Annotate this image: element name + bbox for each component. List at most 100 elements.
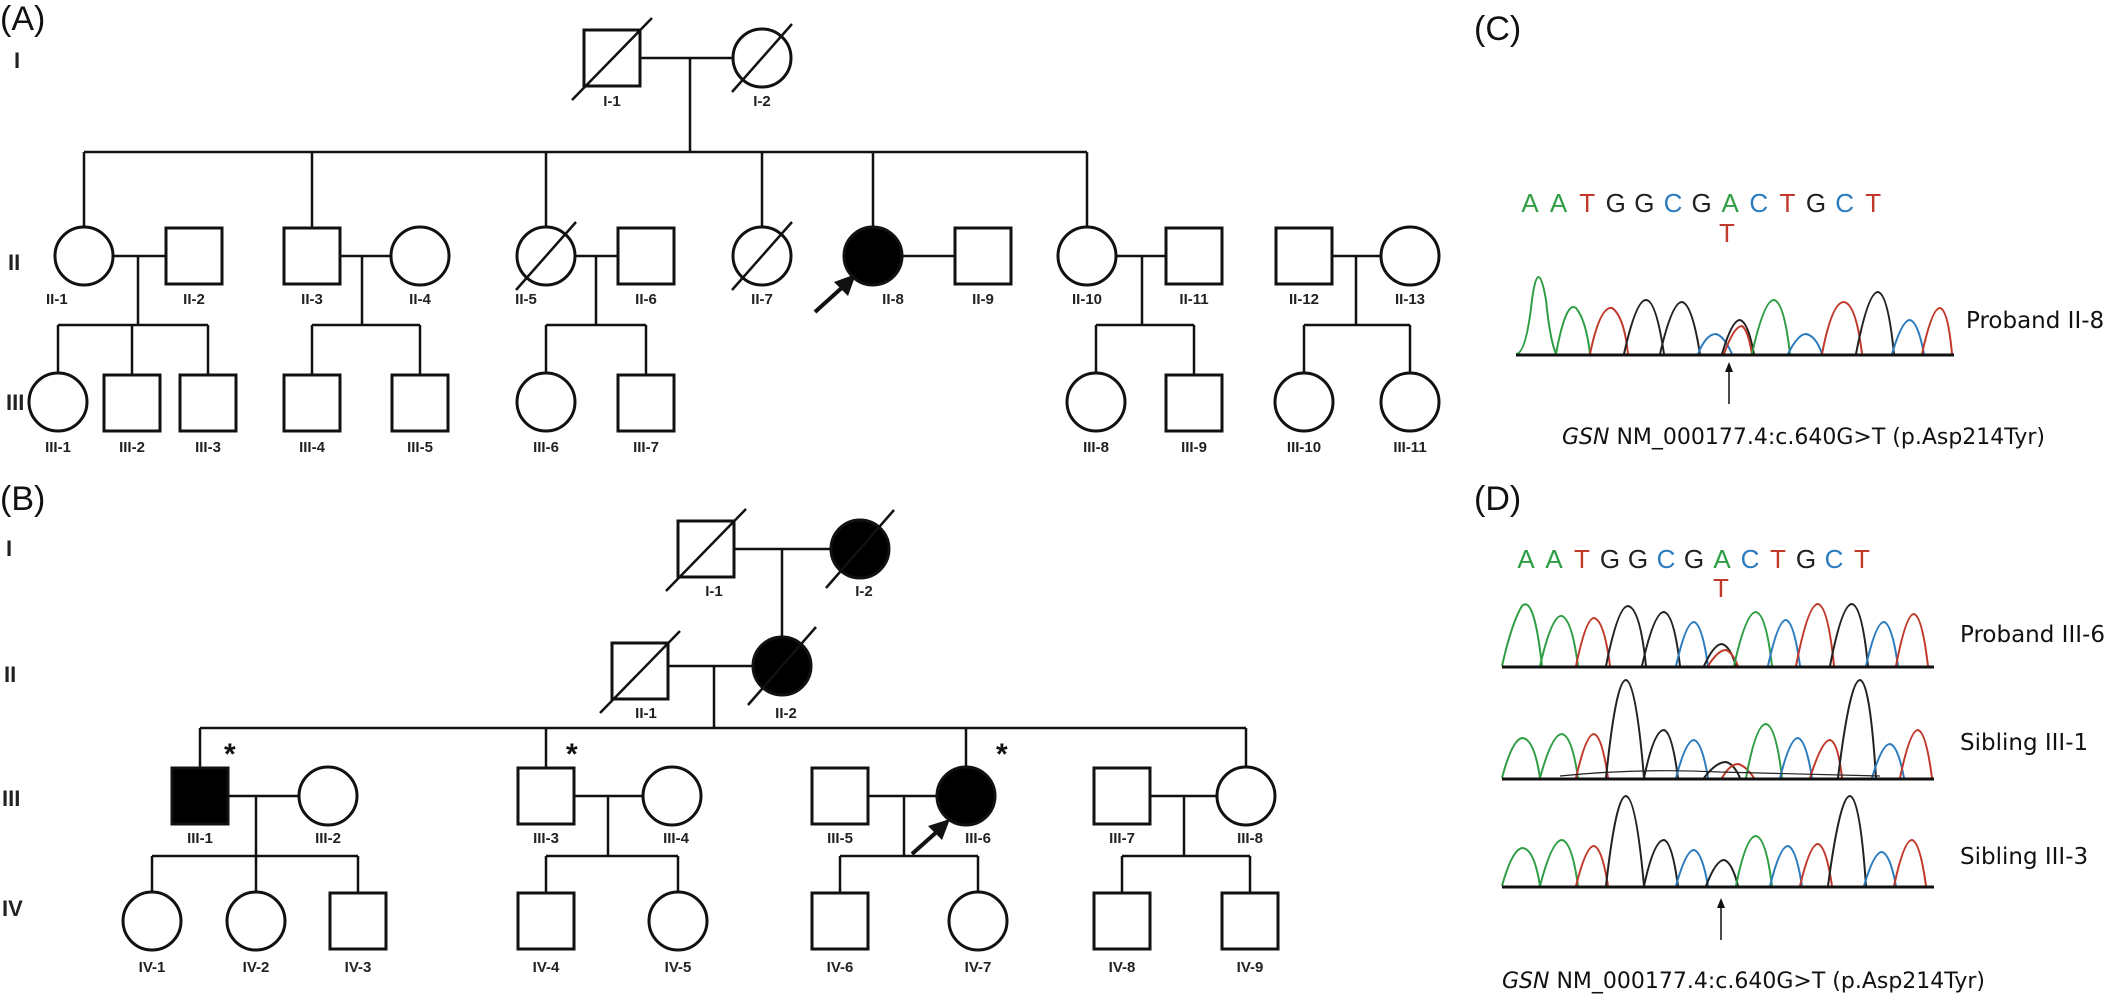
id-label: III-5 bbox=[827, 830, 853, 847]
female-symbol-b-IV-1 bbox=[121, 890, 183, 952]
id-label: III-4 bbox=[663, 830, 689, 847]
id-label: II-12 bbox=[1289, 291, 1319, 308]
seq-d-base-3: G bbox=[1600, 544, 1620, 574]
id-label: II-5 bbox=[515, 291, 537, 308]
affected-male-symbol-b-III-1 bbox=[170, 766, 230, 826]
male-symbol-a-III-2 bbox=[102, 373, 162, 433]
female-symbol-b-IV-7 bbox=[947, 890, 1009, 952]
id-label: II-10 bbox=[1072, 291, 1102, 308]
sample-label-d-2: Sibling III-1 bbox=[1960, 730, 2088, 756]
seq-c-base-8: C bbox=[1749, 188, 1768, 218]
seq-d-base-0: A bbox=[1517, 544, 1535, 574]
male-symbol-a-II-11 bbox=[1164, 226, 1224, 286]
id-label: II-4 bbox=[409, 291, 431, 308]
id-label: I-2 bbox=[855, 583, 873, 600]
female-symbol-a-III-8 bbox=[1065, 371, 1127, 433]
seq-d-base-12: T bbox=[1854, 544, 1870, 574]
seq-c-base-2: T bbox=[1579, 188, 1595, 218]
id-label: III-5 bbox=[407, 439, 433, 456]
panel-label-b: (B) bbox=[0, 480, 45, 518]
female-symbol-a-II-10 bbox=[1056, 225, 1118, 287]
id-label: III-4 bbox=[299, 439, 325, 456]
gen-label-a-2: II bbox=[8, 250, 20, 275]
seq-d-base-6: G bbox=[1684, 544, 1704, 574]
id-label: IV-5 bbox=[665, 959, 692, 976]
id-label: II-11 bbox=[1179, 291, 1208, 308]
id-label: II-7 bbox=[751, 291, 773, 308]
id-label: III-7 bbox=[633, 439, 659, 456]
deceased-slash bbox=[571, 17, 653, 101]
male-symbol-a-II-3 bbox=[282, 226, 342, 286]
id-label: III-3 bbox=[195, 439, 221, 456]
female-symbol-a-II-4 bbox=[389, 225, 451, 287]
female-symbol-a-II-1 bbox=[53, 225, 115, 287]
id-label: IV-1 bbox=[139, 959, 166, 976]
mutation-text: NM_000177.4:c.640G>T (p.Asp214Tyr) bbox=[1609, 425, 2044, 450]
male-symbol-b-IV-3 bbox=[328, 891, 388, 951]
id-label: III-6 bbox=[533, 439, 559, 456]
gen-label-b-1: I bbox=[6, 536, 12, 561]
seq-d-base-9: T bbox=[1770, 544, 1786, 574]
seq-c-base-11: C bbox=[1835, 188, 1854, 218]
seq-c-base-4: G bbox=[1634, 188, 1654, 218]
female-symbol-a-III-10 bbox=[1273, 371, 1335, 433]
seq-c-base-9: T bbox=[1779, 188, 1795, 218]
gen-label-b-3: III bbox=[2, 786, 20, 811]
gen-label-b-2: II bbox=[4, 662, 16, 687]
id-label: I-2 bbox=[753, 93, 771, 110]
id-label: III-1 bbox=[45, 439, 71, 456]
female-symbol-b-III-2 bbox=[297, 765, 359, 827]
mutation-text: NM_000177.4:c.640G>T (p.Asp214Tyr) bbox=[1549, 969, 1984, 994]
male-symbol-a-III-5 bbox=[390, 373, 450, 433]
seq-c-base-5: C bbox=[1664, 188, 1683, 218]
star-marker: * bbox=[224, 738, 236, 771]
proband-arrow-icon bbox=[813, 274, 856, 314]
female-symbol-a-III-6 bbox=[515, 371, 577, 433]
id-label: IV-9 bbox=[1237, 959, 1264, 976]
id-label: II-1 bbox=[635, 705, 657, 722]
deceased-slash bbox=[599, 630, 681, 714]
id-label: IV-8 bbox=[1109, 959, 1136, 976]
sample-label-d-1: Proband III-6 bbox=[1960, 622, 2105, 648]
id-label: II-6 bbox=[635, 291, 657, 308]
male-symbol-b-III-7 bbox=[1092, 766, 1152, 826]
pedigree-a: I-1 I-2 bbox=[27, 17, 1441, 456]
male-symbol-a-III-3 bbox=[178, 373, 238, 433]
seq-d-base-7: A bbox=[1713, 544, 1731, 574]
male-symbol-b-III-3 bbox=[516, 766, 576, 826]
male-symbol-a-III-9 bbox=[1164, 373, 1224, 433]
id-label: IV-3 bbox=[345, 959, 372, 976]
male-symbol-b-IV-4 bbox=[516, 891, 576, 951]
affected-female-symbol-b-III-6 bbox=[935, 765, 997, 827]
seq-c-base-3: G bbox=[1606, 188, 1626, 218]
gen-label-a-3: III bbox=[6, 390, 24, 415]
id-label: II-1 bbox=[46, 291, 68, 308]
sample-label-c: Proband II-8 bbox=[1966, 308, 2104, 334]
gen-label-a-1: I bbox=[14, 48, 20, 73]
male-symbol-a-II-6 bbox=[616, 226, 676, 286]
star-marker: * bbox=[996, 738, 1008, 771]
seq-d-base-1: A bbox=[1545, 544, 1563, 574]
male-symbol-a-II-2 bbox=[164, 226, 224, 286]
female-symbol-a-III-1 bbox=[27, 371, 89, 433]
gene-name: GSN bbox=[1562, 425, 1609, 450]
seq-c-base-1: A bbox=[1550, 188, 1568, 218]
trace-c bbox=[1515, 276, 1954, 357]
female-symbol-b-III-8 bbox=[1215, 765, 1277, 827]
seq-d-base-5: C bbox=[1657, 544, 1676, 574]
star-marker: * bbox=[566, 738, 578, 771]
id-label: IV-2 bbox=[243, 959, 270, 976]
male-symbol-a-II-12 bbox=[1274, 226, 1334, 286]
id-label: I-1 bbox=[705, 583, 723, 600]
alt-base-d: T bbox=[1713, 573, 1729, 603]
trace-d-3 bbox=[1501, 794, 1934, 889]
female-symbol-a-II-13 bbox=[1379, 225, 1441, 287]
deceased-slash bbox=[731, 221, 793, 291]
position-arrow-icon bbox=[1725, 362, 1733, 404]
id-label: III-10 bbox=[1287, 439, 1321, 456]
id-label: IV-6 bbox=[827, 959, 854, 976]
alt-base-c: T bbox=[1719, 218, 1735, 248]
